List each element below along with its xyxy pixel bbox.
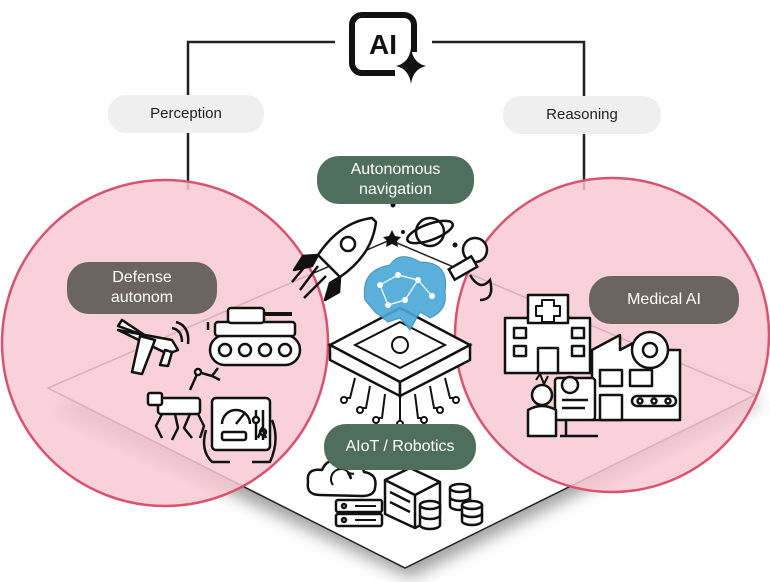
brain-chip-icon [327, 256, 473, 428]
medical-ai-badge: Medical AI [589, 276, 739, 324]
autonomous-navigation-badge: Autonomous navigation [317, 156, 474, 204]
doctor-icon [526, 373, 598, 438]
aiot-robotics-badge: AIoT / Robotics [324, 424, 476, 470]
tablet-control-icon [202, 396, 277, 464]
factory-icon [590, 330, 682, 422]
connector-line-left [186, 40, 335, 190]
drone-icon [116, 318, 190, 376]
planet-icon [406, 216, 454, 248]
connector-line-right [432, 40, 586, 190]
database-icon [418, 482, 484, 531]
defense-badge: Defense autonom [67, 262, 217, 314]
ai-logo-text: AI [369, 28, 397, 60]
reasoning-circle [453, 176, 770, 494]
rocket-icon [291, 216, 378, 302]
ai-sparkle-icon [349, 12, 426, 84]
hospital-icon [503, 293, 592, 375]
perception-label: Perception [108, 95, 264, 133]
tank-icon [206, 306, 302, 367]
reasoning-label: Reasoning [503, 96, 661, 134]
satellite-icon [447, 236, 493, 302]
robot-dog-icon [146, 367, 221, 441]
